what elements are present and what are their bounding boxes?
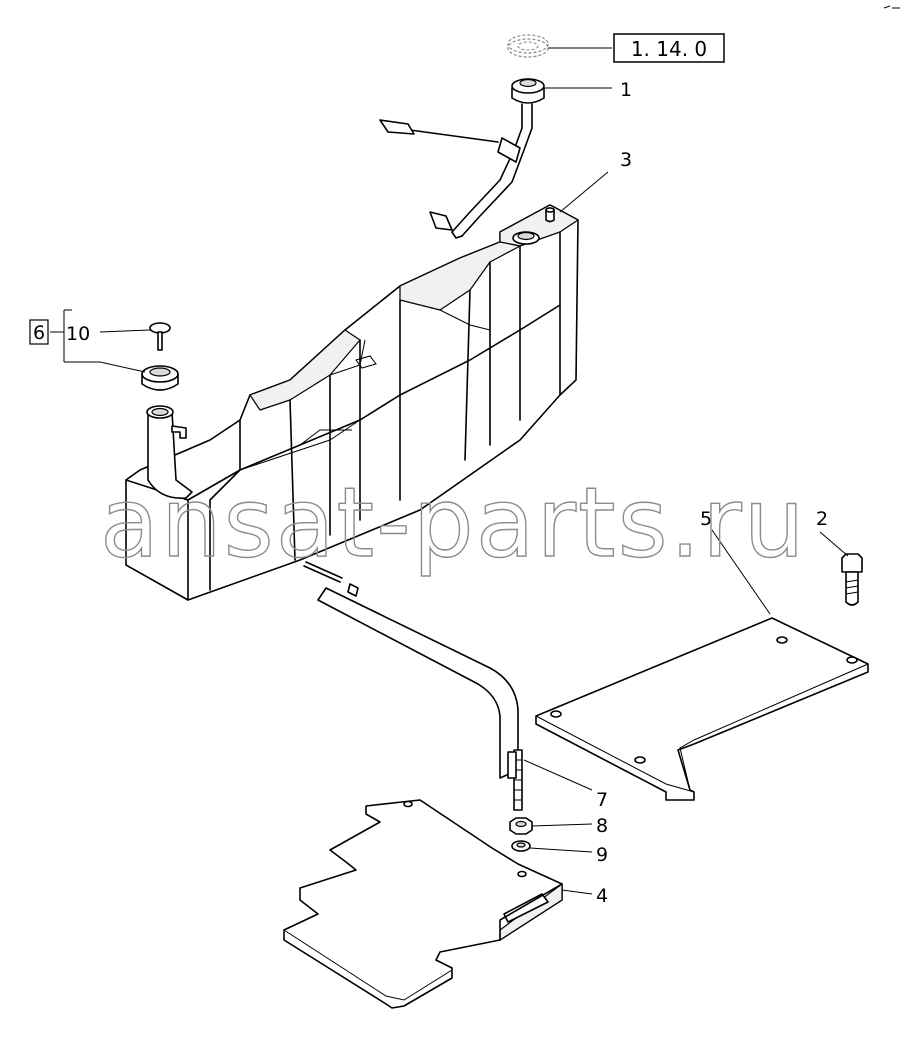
watermark-text: ansat-parts.ru <box>100 467 807 579</box>
callout-2: 2 <box>816 508 828 530</box>
group-box: 6 <box>29 319 49 345</box>
nut <box>509 817 533 835</box>
tank-strap <box>303 561 523 811</box>
corner-mark <box>883 5 900 9</box>
bolt <box>841 553 863 606</box>
callout-1: 1 <box>620 79 632 101</box>
group-box-label: 6 <box>33 322 45 344</box>
filler-neck <box>146 405 193 499</box>
callout-4: 4 <box>596 885 608 907</box>
fuel-level-sender <box>379 78 545 239</box>
callout-3: 3 <box>620 149 632 171</box>
fuel-tank <box>125 204 579 601</box>
reference-box-group: 1. 14. 0 <box>613 33 725 63</box>
lower-bracket <box>283 799 563 1009</box>
cap-pin <box>149 322 171 351</box>
callout-10: 10 <box>66 323 90 345</box>
support-plate <box>535 617 869 801</box>
filler-cap <box>141 365 179 391</box>
callout-8: 8 <box>596 815 608 837</box>
leader-lines <box>50 47 849 895</box>
reference-box-label: 1. 14. 0 <box>631 37 707 61</box>
callout-7: 7 <box>596 789 608 811</box>
callout-5: 5 <box>700 508 712 530</box>
gasket-ring <box>507 34 549 58</box>
callout-9: 9 <box>596 844 608 866</box>
washer <box>511 840 531 852</box>
